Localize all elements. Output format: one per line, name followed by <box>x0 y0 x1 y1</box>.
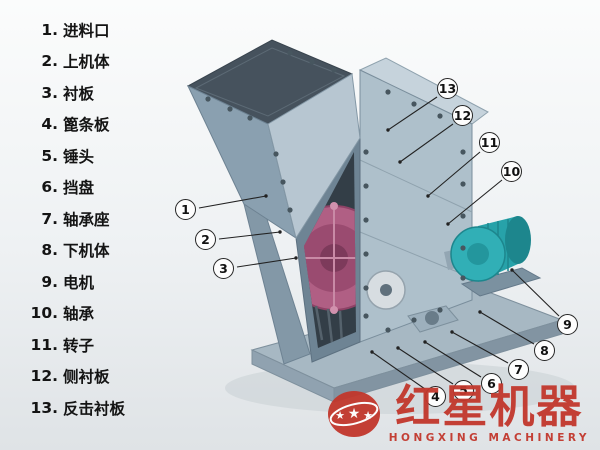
part-label: 上机体 <box>63 53 110 72</box>
electric-motor <box>444 216 542 297</box>
callout-8: 8 <box>534 340 555 361</box>
brand-watermark: ★ ★ ★ 红星机器 HONGXING MACHINERY <box>326 384 590 444</box>
part-label: 挡盘 <box>63 179 95 198</box>
callout-number: 4 <box>431 389 440 404</box>
parts-list-item: 12. 侧衬板 <box>30 361 125 393</box>
shaft-bearing-disc <box>366 270 406 310</box>
callout-6: 6 <box>481 373 502 394</box>
base-frame <box>250 287 564 403</box>
part-label: 侧衬板 <box>63 368 110 387</box>
part-number: 4. <box>41 115 58 134</box>
part-label: 进料口 <box>63 21 110 40</box>
part-number: 2. <box>41 52 58 71</box>
parts-list-item: 5. 锤头 <box>30 140 125 172</box>
callout-4: 4 <box>425 386 446 407</box>
part-label: 衬板 <box>63 84 95 103</box>
callout-number: 10 <box>502 164 521 179</box>
parts-list-item: 11. 转子 <box>30 329 125 361</box>
parts-list-item: 3. 衬板 <box>30 77 125 109</box>
parts-list-item: 7. 轴承座 <box>30 203 125 235</box>
brand-name: 红星机器 <box>395 380 584 433</box>
callout-2: 2 <box>195 229 216 250</box>
parts-list-item: 4. 篦条板 <box>30 109 125 141</box>
callout-12: 12 <box>452 105 473 126</box>
part-number: 6. <box>41 178 58 197</box>
callout-9: 9 <box>557 314 578 335</box>
callout-number: 5 <box>459 383 468 398</box>
callout-11: 11 <box>479 132 500 153</box>
callout-number: 8 <box>540 343 549 358</box>
part-number: 10. <box>30 304 58 323</box>
part-label: 篦条板 <box>63 116 110 135</box>
callout-number: 11 <box>480 135 499 150</box>
parts-list-item: 10. 轴承 <box>30 298 125 330</box>
callout-number: 9 <box>563 317 572 332</box>
callout-number: 2 <box>201 232 210 247</box>
callout-10: 10 <box>501 161 522 182</box>
svg-text:★: ★ <box>347 406 360 422</box>
part-label: 锤头 <box>63 147 95 166</box>
callout-number: 3 <box>219 261 228 276</box>
part-number: 12. <box>30 367 58 386</box>
part-number: 9. <box>41 272 58 291</box>
callout-number: 6 <box>487 376 496 391</box>
part-number: 3. <box>41 83 58 102</box>
callout-target-dots <box>264 128 514 354</box>
hongxing-emblem-icon: ★ ★ ★ <box>327 391 380 437</box>
part-number: 13. <box>30 398 58 417</box>
part-label: 轴承 <box>63 305 95 324</box>
parts-list-item: 9. 电机 <box>30 266 125 298</box>
callout-13: 13 <box>437 78 458 99</box>
part-label: 轴承座 <box>63 210 110 229</box>
part-label: 下机体 <box>63 242 110 261</box>
svg-text:★: ★ <box>335 409 345 422</box>
part-number: 8. <box>41 241 58 260</box>
parts-list: 1. 进料口 2. 上机体 3. 衬板 4. 篦条板 5. 锤头 6. 挡盘 7. 轴承座 8… <box>30 14 125 424</box>
callout-5: 5 <box>453 380 474 401</box>
bearing-pedestal <box>407 305 459 333</box>
part-number: 11. <box>30 335 58 354</box>
part-number: 7. <box>41 209 58 228</box>
callout-leader-lines <box>198 96 560 390</box>
part-label: 反击衬板 <box>63 399 126 418</box>
part-label: 转子 <box>63 336 95 355</box>
callout-number: 1 <box>181 202 190 217</box>
bolt-dots <box>205 50 466 333</box>
callout-number: 12 <box>453 108 472 123</box>
part-label: 电机 <box>63 273 95 292</box>
svg-text:★: ★ <box>363 409 373 422</box>
parts-list-item: 13. 反击衬板 <box>30 392 125 424</box>
callout-7: 7 <box>508 359 529 380</box>
callout-1: 1 <box>175 199 196 220</box>
part-number: 1. <box>41 20 58 39</box>
parts-list-item: 6. 挡盘 <box>30 172 125 204</box>
part-number: 5. <box>41 146 58 165</box>
parts-list-item: 1. 进料口 <box>30 14 125 46</box>
parts-list-item: 2. 上机体 <box>30 46 125 78</box>
callout-number: 13 <box>438 81 457 96</box>
brand-subtitle: HONGXING MACHINERY <box>388 432 590 444</box>
callout-number: 7 <box>514 362 523 377</box>
callout-3: 3 <box>213 258 234 279</box>
parts-list-item: 8. 下机体 <box>30 235 125 267</box>
brand-text-block: 红星机器 HONGXING MACHINERY <box>389 384 590 444</box>
